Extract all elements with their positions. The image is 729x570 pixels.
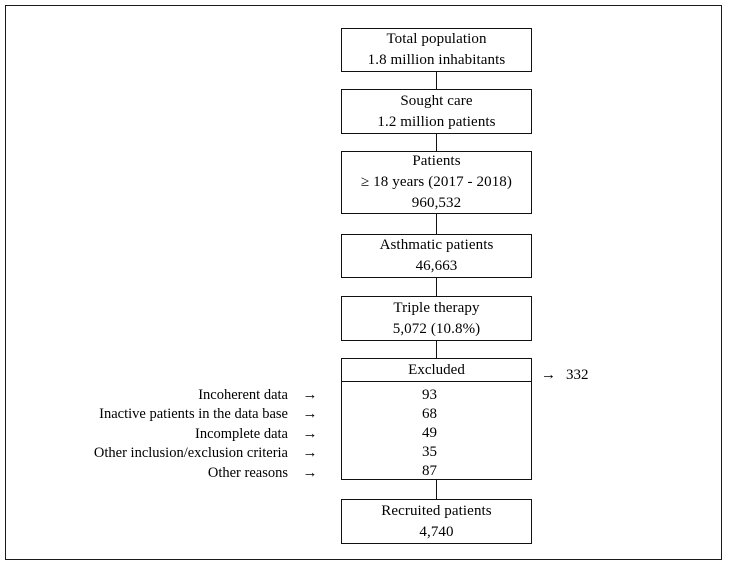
- excluded-header: Excluded: [342, 359, 531, 382]
- exclusion-reason-row: Incoherent data →: [26, 386, 326, 405]
- exclusion-reason-row: Other reasons →: [26, 464, 326, 483]
- box-line: ≥ 18 years (2017 - 2018): [360, 174, 512, 191]
- arrow-right-icon: →: [302, 406, 318, 423]
- arrow-right-icon: →: [302, 464, 318, 481]
- exclusion-reason-list: Incoherent data → Inactive patients in t…: [26, 386, 326, 483]
- box-line: 1.8 million inhabitants: [367, 52, 506, 68]
- connector-4: [436, 278, 437, 296]
- excluded-total: → 332: [541, 364, 589, 386]
- excluded-box: Excluded 93 68 49 35 87: [341, 358, 532, 480]
- excluded-count: 49: [422, 425, 437, 441]
- figure-frame: Total population 1.8 million inhabitants…: [5, 5, 722, 560]
- box-line: Sought care: [400, 92, 473, 109]
- exclusion-reason-label: Inactive patients in the data base: [99, 406, 288, 423]
- box-line: 46,663: [415, 258, 458, 274]
- arrow-right-icon: →: [302, 425, 318, 442]
- box-line: 960,532: [411, 194, 462, 211]
- excluded-count: 87: [422, 463, 437, 479]
- flow-box-sought-care: Sought care 1.2 million patients: [341, 89, 532, 134]
- flow-box-patients-adults: Patients ≥ 18 years (2017 - 2018) 960,53…: [341, 151, 532, 214]
- box-line: 4,740: [419, 523, 454, 540]
- box-line: 5,072 (10.8%): [392, 320, 481, 337]
- flow-box-recruited-patients: Recruited patients 4,740: [341, 499, 532, 544]
- box-line: Patients: [412, 153, 461, 170]
- box-line: Total population: [386, 31, 487, 48]
- flow-box-triple-therapy: Triple therapy 5,072 (10.8%): [341, 296, 532, 341]
- connector-2: [436, 134, 437, 151]
- connector-5: [436, 341, 437, 358]
- exclusion-reason-row: Other inclusion/exclusion criteria →: [26, 444, 326, 463]
- excluded-count: 68: [422, 406, 437, 422]
- excluded-body: 93 68 49 35 87: [342, 382, 531, 479]
- connector-1: [436, 72, 437, 89]
- exclusion-reason-label: Other inclusion/exclusion criteria: [93, 445, 288, 462]
- box-line: Recruited patients: [381, 502, 492, 519]
- box-line: Triple therapy: [393, 299, 480, 316]
- connector-3: [436, 214, 437, 234]
- excluded-count: 35: [422, 444, 437, 460]
- exclusion-reason-row: Incomplete data →: [26, 425, 326, 444]
- exclusion-reason-label: Other reasons: [207, 464, 288, 481]
- arrow-right-icon: →: [302, 387, 318, 403]
- excluded-total-value: 332: [566, 366, 589, 383]
- excluded-header-label: Excluded: [408, 361, 465, 378]
- box-line: Asthmatic patients: [379, 237, 494, 254]
- box-line: 1.2 million patients: [377, 113, 496, 130]
- arrow-right-icon: →: [302, 445, 318, 462]
- excluded-count: 93: [422, 387, 437, 403]
- flow-box-total-population: Total population 1.8 million inhabitants: [341, 28, 532, 72]
- exclusion-reason-label: Incoherent data: [198, 387, 288, 403]
- arrow-right-icon: →: [541, 366, 556, 383]
- exclusion-reason-row: Inactive patients in the data base →: [26, 405, 326, 424]
- flow-box-asthmatic-patients: Asthmatic patients 46,663: [341, 234, 532, 278]
- exclusion-reason-label: Incomplete data: [195, 425, 288, 442]
- connector-6: [436, 480, 437, 499]
